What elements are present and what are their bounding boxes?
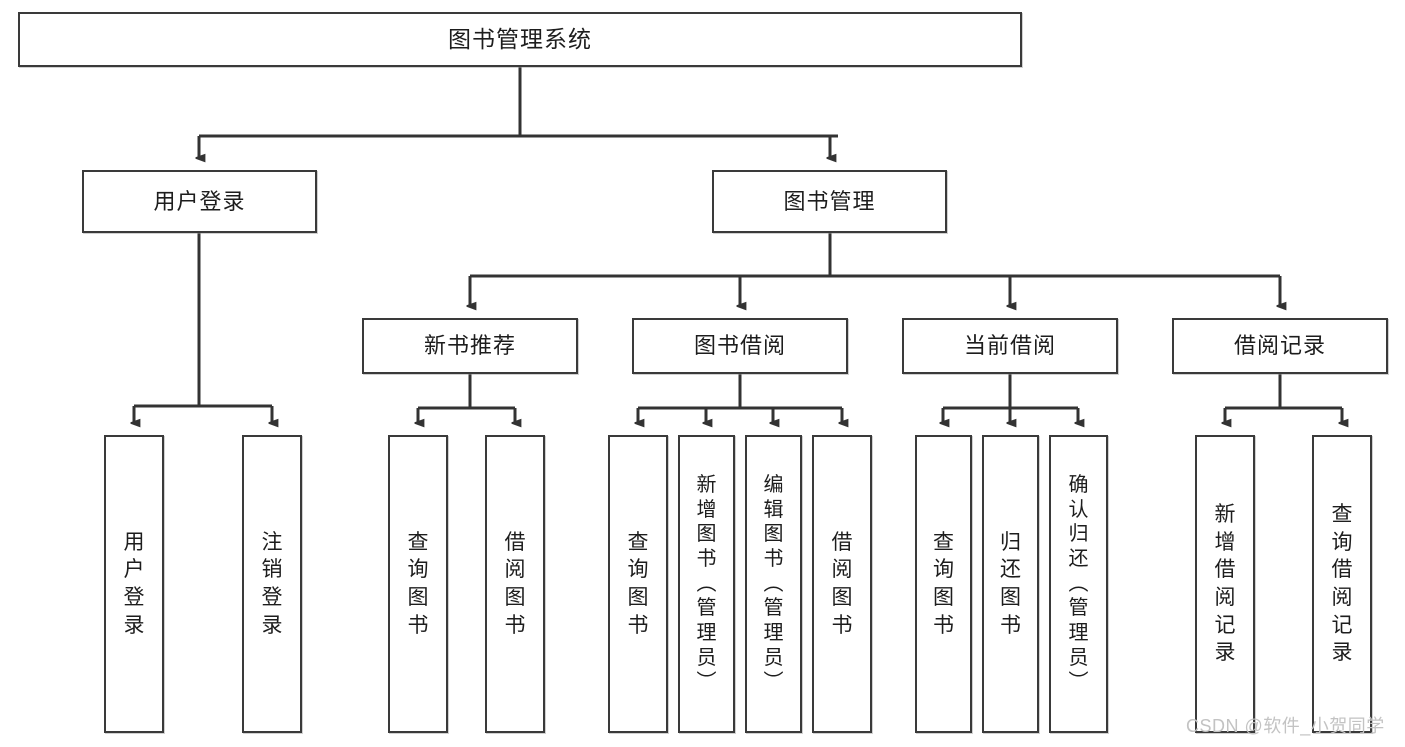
node-new-book-recommend-label: 新书推荐: [423, 333, 516, 359]
node-leaf-borrow-book-rec-label: 借 阅 图 书: [504, 530, 526, 637]
node-current-borrow[interactable]: 当前借阅: [902, 318, 1118, 374]
node-leaf-add-borrow-record[interactable]: 新 增 借 阅 记 录: [1195, 435, 1255, 733]
node-leaf-query-borrow-record[interactable]: 查 询 借 阅 记 录: [1312, 435, 1372, 733]
node-leaf-borrow-book[interactable]: 借 阅 图 书: [812, 435, 872, 733]
node-book-borrow[interactable]: 图书借阅: [632, 318, 848, 374]
node-leaf-add-borrow-record-label: 新 增 借 阅 记 录: [1214, 502, 1236, 665]
node-new-book-recommend[interactable]: 新书推荐: [362, 318, 578, 374]
node-user-login[interactable]: 用户登录: [82, 170, 317, 233]
node-leaf-query-book-rec-label: 查 询 图 书: [407, 530, 429, 637]
node-root-label: 图书管理系统: [448, 26, 592, 53]
node-leaf-user-login-label: 用 户 登 录: [123, 530, 145, 637]
node-root[interactable]: 图书管理系统: [18, 12, 1022, 67]
node-leaf-return-book[interactable]: 归 还 图 书: [982, 435, 1039, 733]
node-leaf-logout-label: 注 销 登 录: [261, 530, 283, 637]
node-leaf-query-borrow-record-label: 查 询 借 阅 记 录: [1331, 502, 1353, 665]
node-leaf-edit-book-admin-label: 编 辑 图 书 ︵ 管 理 员 ︶: [763, 473, 784, 694]
node-leaf-borrow-book-rec[interactable]: 借 阅 图 书: [485, 435, 545, 733]
node-leaf-query-book-borrow-label: 查 询 图 书: [627, 530, 649, 637]
node-borrow-record[interactable]: 借阅记录: [1172, 318, 1388, 374]
node-leaf-return-book-label: 归 还 图 书: [1000, 530, 1021, 637]
node-leaf-user-login[interactable]: 用 户 登 录: [104, 435, 164, 733]
node-leaf-query-book-rec[interactable]: 查 询 图 书: [388, 435, 448, 733]
node-current-borrow-label: 当前借阅: [963, 333, 1056, 359]
node-leaf-logout[interactable]: 注 销 登 录: [242, 435, 302, 733]
node-book-manage[interactable]: 图书管理: [712, 170, 947, 233]
node-leaf-query-book-cur[interactable]: 查 询 图 书: [915, 435, 972, 733]
csdn-watermark: CSDN @软件_小贺同学: [1186, 716, 1385, 736]
node-book-manage-label: 图书管理: [783, 188, 876, 214]
node-leaf-borrow-book-label: 借 阅 图 书: [831, 530, 853, 637]
node-leaf-confirm-return-admin-label: 确 认 归 还 ︵ 管 理 员 ︶: [1068, 473, 1089, 694]
node-user-login-label: 用户登录: [153, 188, 246, 214]
node-leaf-query-book-borrow[interactable]: 查 询 图 书: [608, 435, 668, 733]
node-leaf-add-book-admin[interactable]: 新 增 图 书 ︵ 管 理 员 ︶: [678, 435, 735, 733]
node-book-borrow-label: 图书借阅: [693, 333, 786, 359]
node-borrow-record-label: 借阅记录: [1233, 333, 1326, 359]
node-leaf-add-book-admin-label: 新 增 图 书 ︵ 管 理 员 ︶: [696, 473, 717, 694]
node-leaf-query-book-cur-label: 查 询 图 书: [933, 530, 954, 637]
node-leaf-confirm-return-admin[interactable]: 确 认 归 还 ︵ 管 理 员 ︶: [1049, 435, 1108, 733]
node-leaf-edit-book-admin[interactable]: 编 辑 图 书 ︵ 管 理 员 ︶: [745, 435, 802, 733]
